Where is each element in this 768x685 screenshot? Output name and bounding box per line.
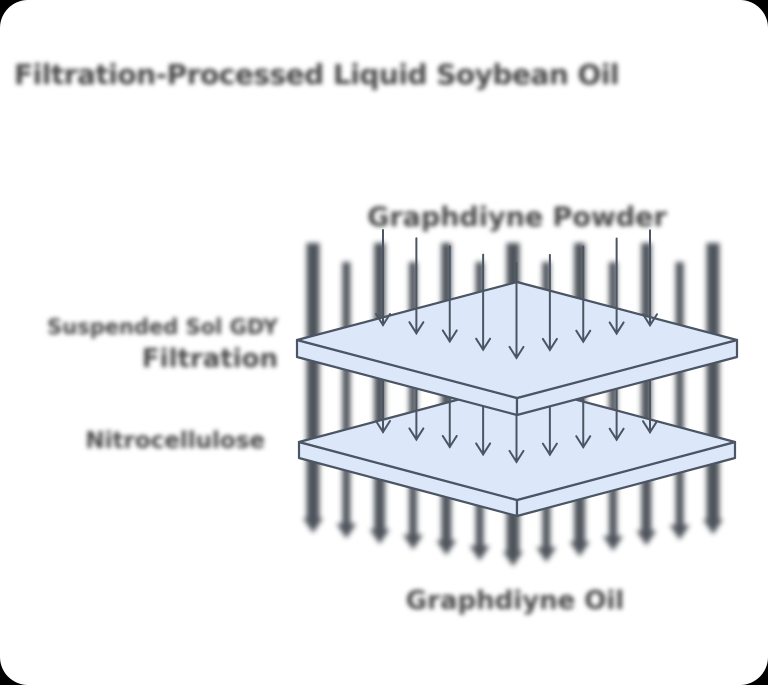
membrane-1-sublabel: Suspended Sol GDY [47, 315, 279, 339]
down-arrows-on-top-membrane [375, 229, 658, 360]
flow-output-label: Graphdiyne Oil [406, 586, 624, 616]
membrane-1-label: Filtration [142, 344, 278, 374]
membrane-2-label: Nitrocellulose [85, 428, 265, 454]
flow-input-label: Graphdiyne Powder [367, 202, 667, 233]
diagram-title: Filtration-Processed Liquid Soybean Oil [14, 58, 619, 91]
